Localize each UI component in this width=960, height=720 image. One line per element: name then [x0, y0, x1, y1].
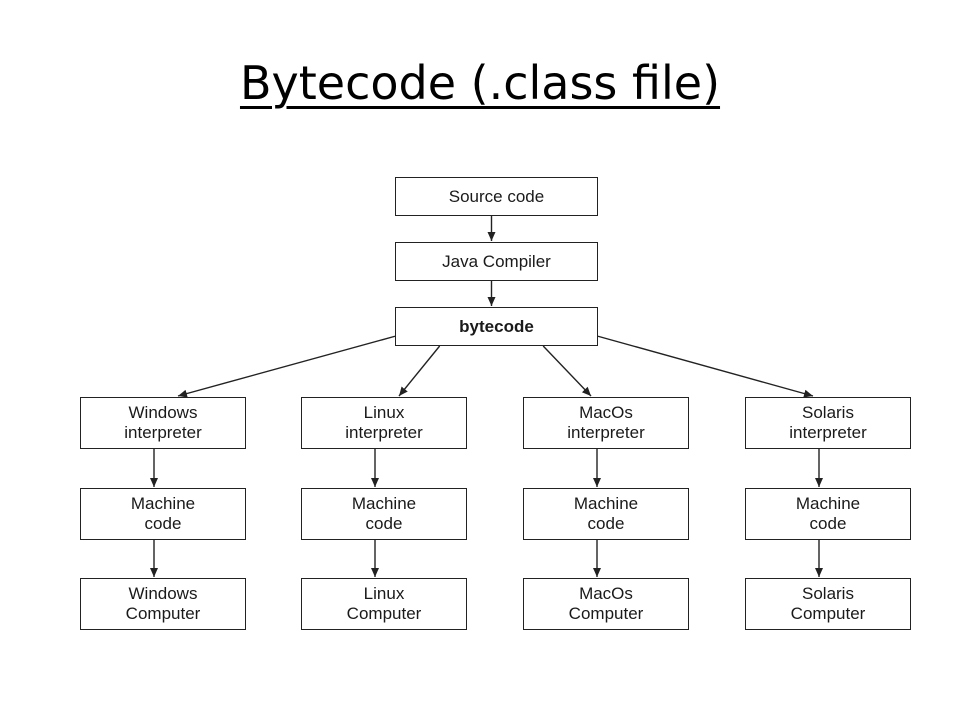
windows-computer-node: Windows Computer [80, 578, 246, 630]
macos-computer-node: MacOs Computer [523, 578, 689, 630]
arrow-bytecode-to-windows_interpreter [177, 335, 396, 398]
macos-machine-code-node: Machine code [523, 488, 689, 540]
java-compiler-node: Java Compiler [395, 242, 598, 281]
arrow-bytecode-to-macos_interpreter [542, 345, 592, 397]
linux-interpreter-node: Linux interpreter [301, 397, 467, 449]
linux-computer-node: Linux Computer [301, 578, 467, 630]
arrow-bytecode-to-solaris_interpreter [597, 335, 814, 398]
macos-interpreter-node: MacOs interpreter [523, 397, 689, 449]
solaris-interpreter-node: Solaris interpreter [745, 397, 911, 449]
source-code-node: Source code [395, 177, 598, 216]
linux-machine-code-node: Machine code [301, 488, 467, 540]
arrow-bytecode-to-linux_interpreter [398, 345, 441, 397]
solaris-computer-node: Solaris Computer [745, 578, 911, 630]
windows-machine-code-node: Machine code [80, 488, 246, 540]
windows-interpreter-node: Windows interpreter [80, 397, 246, 449]
bytecode-node: bytecode [395, 307, 598, 346]
slide-title: Bytecode (.class file) [239, 56, 721, 110]
solaris-machine-code-node: Machine code [745, 488, 911, 540]
